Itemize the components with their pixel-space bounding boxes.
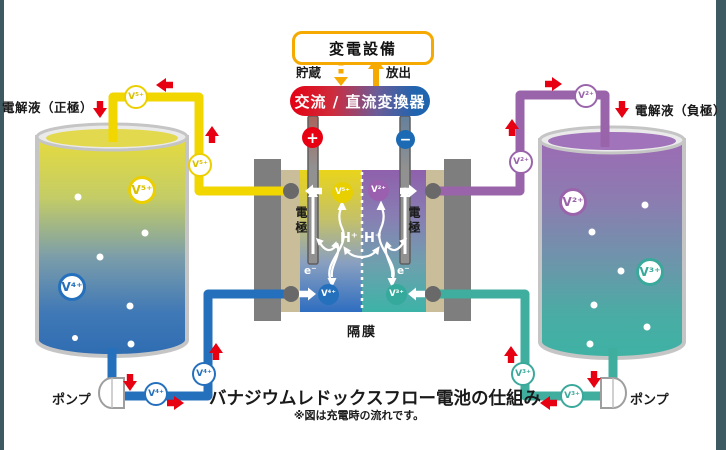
membrane-label: 隔膜 bbox=[346, 325, 377, 340]
positive-terminal: + bbox=[302, 127, 323, 148]
v4-tank-badge: V⁴⁺ bbox=[58, 273, 86, 301]
proton-label-left: H⁺ bbox=[340, 231, 358, 246]
v5-pipe-badge: V⁵⁺ bbox=[124, 85, 148, 109]
negative-electrolyte-tank bbox=[538, 125, 686, 360]
v2-pipe bbox=[436, 90, 610, 196]
v3-tank-badge: V³⁺ bbox=[636, 258, 664, 286]
v4-cell-badge: V⁴⁺ bbox=[318, 284, 339, 305]
v4-pipe-badge: V⁴⁺ bbox=[144, 382, 168, 406]
v5-pipe-badge: V⁵⁺ bbox=[188, 153, 212, 177]
v5-cell-badge: V⁵⁺ bbox=[332, 182, 353, 203]
release-label: 放出 bbox=[386, 65, 412, 80]
v5-tank-badge: V⁵⁺ bbox=[128, 176, 156, 204]
cell-ports bbox=[283, 183, 441, 302]
substation-box: 変電設備 bbox=[292, 31, 434, 65]
left-border-band bbox=[0, 0, 4, 450]
right-electrode-label: 電極 bbox=[407, 206, 421, 236]
positive-electrolyte-label: 電解液（正極） bbox=[2, 100, 94, 115]
v2-pipe-badge: V²⁺ bbox=[509, 150, 533, 174]
v5-pipe bbox=[108, 92, 290, 196]
substation-label: 変電設備 bbox=[328, 39, 397, 58]
left-electrode-label: 電極 bbox=[294, 206, 308, 236]
positive-electrolyte-tank bbox=[35, 122, 189, 358]
v3-pipe-badge: V³⁺ bbox=[511, 362, 535, 386]
v3-pipe-badge: V³⁺ bbox=[560, 384, 584, 408]
electron-label-right: e⁻ bbox=[397, 265, 410, 277]
bubbles bbox=[586, 201, 651, 348]
pipes bbox=[107, 90, 618, 401]
cell-base bbox=[281, 312, 444, 321]
electron-label-left: e⁻ bbox=[304, 265, 317, 277]
v3-cell-badge: V³⁺ bbox=[386, 284, 407, 305]
v2-cell-badge: V²⁺ bbox=[368, 180, 389, 201]
v2-pipe-badge: V²⁺ bbox=[574, 84, 598, 108]
v4-pipe-badge: V⁴⁺ bbox=[192, 362, 216, 386]
diagram-note: ※図は充電時の流れです。 bbox=[293, 409, 425, 422]
left-pump-label: ポンプ bbox=[52, 393, 91, 408]
ac-dc-converter-box: 交流 / 直流変換器 bbox=[290, 86, 430, 116]
v2-tank-badge: V²⁺ bbox=[559, 188, 587, 216]
right-border-band bbox=[716, 0, 726, 450]
diagram-title: バナジウムレドックスフロー電池の仕組み bbox=[209, 389, 541, 409]
negative-terminal: − bbox=[396, 130, 415, 149]
right-pump-label: ポンプ bbox=[630, 393, 669, 408]
store-label: 貯蔵 bbox=[296, 65, 322, 80]
proton-label-right: H⁺ bbox=[364, 231, 382, 246]
negative-electrolyte-label: 電解液（負極） bbox=[635, 103, 726, 118]
left-electrode-slab bbox=[281, 170, 300, 312]
right-electrode-slab bbox=[426, 170, 444, 312]
pumps bbox=[97, 377, 628, 409]
converter-label: 交流 / 直流変換器 bbox=[294, 92, 426, 111]
